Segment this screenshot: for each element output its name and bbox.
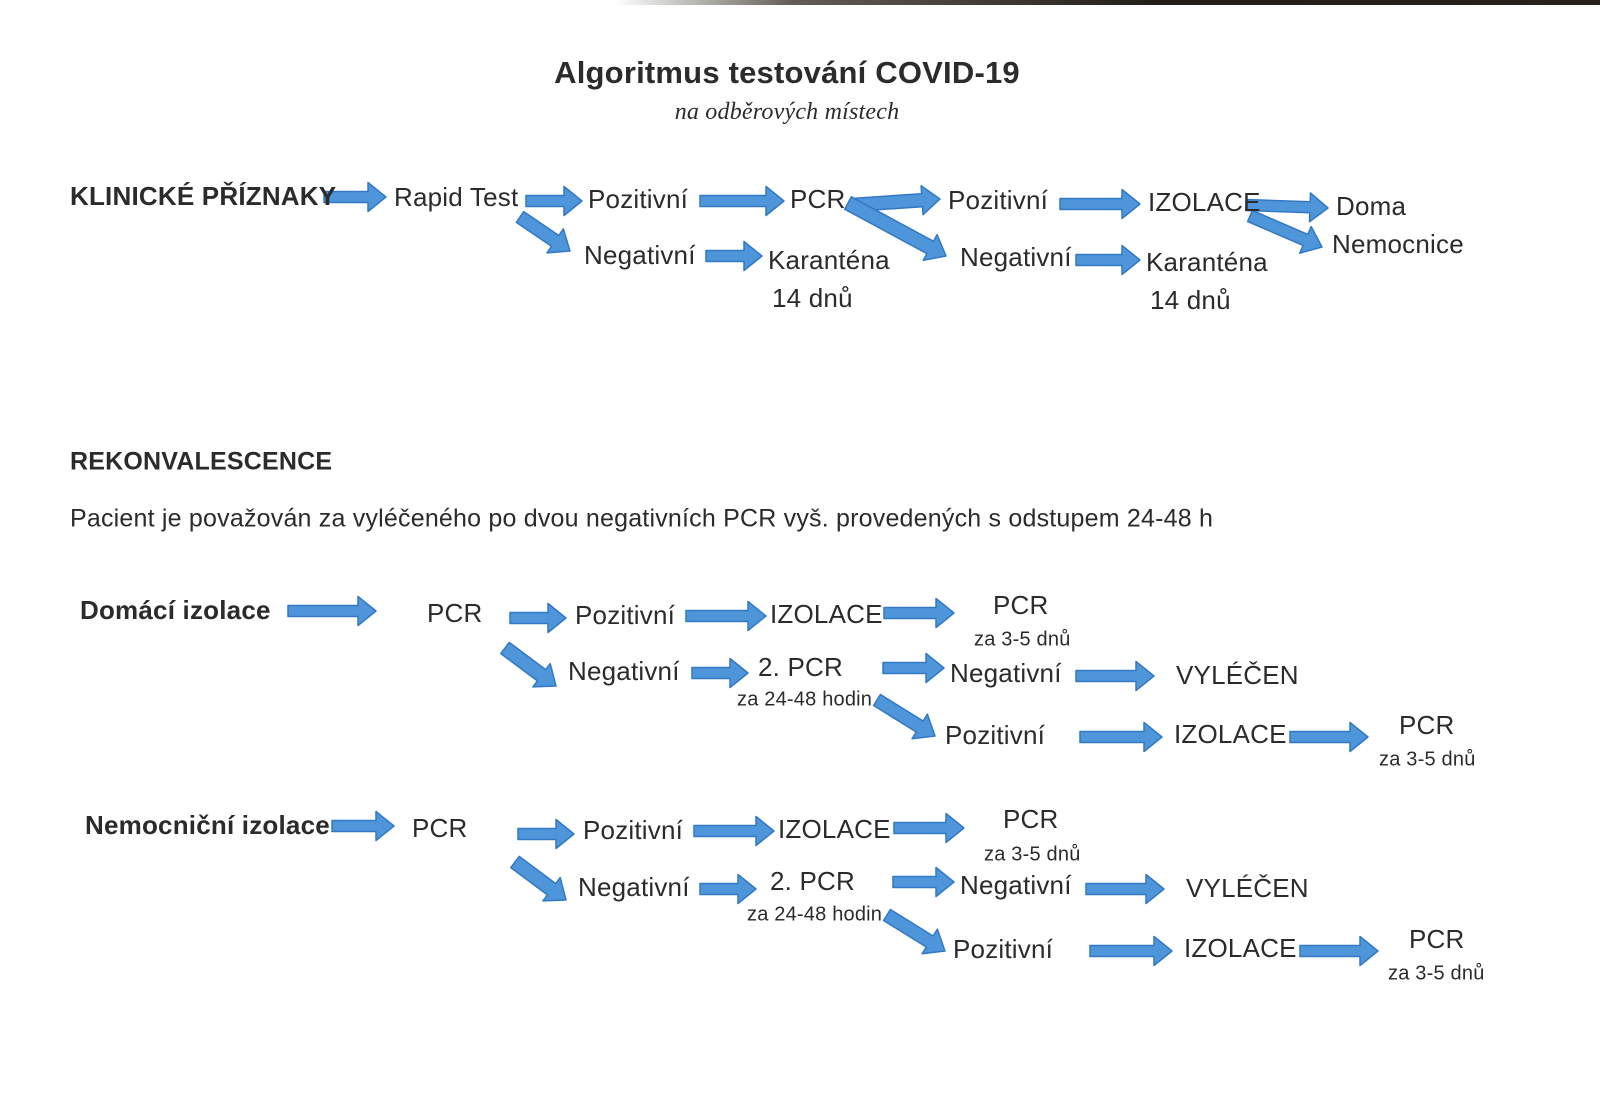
arrow-hosp-2pcr-to-pozitivni2: [882, 908, 946, 955]
arrow-hosp-pcr-to-pozitivni: [517, 818, 575, 850]
rekonvalescence-description: Pacient je považován za vyléčeného po dv…: [70, 504, 1214, 533]
node-home-pozitivni: Pozitivní: [575, 600, 676, 631]
arrow-s1-negativni2-to-karantena2: [1075, 244, 1141, 276]
node-pozitivni-2: Pozitivní: [948, 185, 1049, 216]
arrow-hosp-negativni2-to-vylecen: [1085, 873, 1165, 905]
node-hosp-pcr-3: PCR: [1409, 924, 1465, 955]
node-hosp-pcr-2: 2. PCR: [770, 866, 856, 897]
node-karantena-2: Karanténa: [1146, 247, 1268, 278]
node-karantena-1: Karanténa: [768, 245, 890, 276]
arrow-home-pozitivni-to-izolace: [685, 600, 767, 632]
node-nemocnicni-izolace: Nemocniční izolace: [85, 810, 330, 841]
node-home-pcr-followup-note: za 3-5 dnů: [974, 628, 1071, 651]
arrow-hosp-pozitivni2-to-izolace2: [1089, 935, 1173, 967]
arrow-s1-izolace-to-nemocnice: [1246, 209, 1323, 254]
node-hosp-vylecen: VYLÉČEN: [1186, 873, 1309, 904]
arrow-home-pcr-to-pozitivni: [509, 602, 567, 634]
arrow-s1-pozitivni1-to-pcr: [699, 185, 785, 217]
node-rapid-test: Rapid Test: [394, 182, 519, 213]
node-hosp-pcr-followup-note: za 3-5 dnů: [984, 843, 1081, 866]
arrow-hosp-2pcr-to-negativni2: [892, 866, 955, 898]
arrow-s1-negativni1-to-karantena1: [705, 240, 763, 272]
arrow-s1-pozitivni2-to-izolace: [1059, 188, 1141, 220]
node-hosp-izolace-1: IZOLACE: [778, 814, 891, 845]
node-home-negativni-2: Negativní: [950, 658, 1062, 689]
arrow-home-pozitivni2-to-izolace2: [1079, 721, 1163, 753]
node-home-pcr-2-note: za 24-48 hodin: [737, 688, 873, 711]
node-hosp-negativni-2: Negativní: [960, 870, 1072, 901]
arrow-s1-izolace-to-doma: [1245, 192, 1329, 223]
node-klinicke-priznaky: KLINICKÉ PŘÍZNAKY: [70, 181, 337, 212]
node-nemocnice: Nemocnice: [1332, 229, 1464, 260]
arrow-s1-rapidtest-to-negativni1: [515, 210, 571, 254]
node-home-vylecen: VYLÉČEN: [1176, 660, 1299, 691]
node-home-pcr-2: 2. PCR: [758, 652, 844, 683]
node-home-izolace-2: IZOLACE: [1174, 719, 1287, 750]
scan-artifact-line: [615, 0, 1600, 5]
arrow-hosp-izolace2-to-pcr3: [1299, 935, 1379, 967]
arrow-s1-pcr-to-pozitivni2: [850, 185, 941, 216]
page-title: Algoritmus testování COVID-19: [554, 55, 1020, 91]
arrow-s1-klinicke-to-rapidtest: [323, 181, 387, 213]
node-home-pcr-3-note: za 3-5 dnů: [1379, 748, 1476, 771]
node-pcr: PCR: [790, 184, 846, 215]
arrow-home-2pcr-to-negativni2: [882, 652, 945, 684]
node-hosp-pcr-2-note: za 24-48 hodin: [747, 903, 883, 926]
node-home-pozitivni-2: Pozitivní: [945, 720, 1046, 751]
node-hosp-pozitivni: Pozitivní: [583, 815, 684, 846]
arrow-home-2pcr-to-pozitivni2: [872, 693, 936, 740]
node-home-pcr-followup: PCR: [993, 590, 1049, 621]
node-home-pcr: PCR: [427, 598, 483, 629]
node-hosp-negativni: Negativní: [578, 872, 690, 903]
arrow-s1-rapidtest-to-pozitivni1: [525, 185, 583, 217]
node-izolace: IZOLACE: [1148, 187, 1261, 218]
arrow-hosp-start-to-pcr: [331, 810, 395, 842]
node-negativni-2: Negativní: [960, 242, 1072, 273]
arrow-home-negativni-to-2pcr: [691, 657, 749, 689]
arrow-home-izolace2-to-pcr3: [1289, 721, 1369, 753]
node-home-negativni: Negativní: [568, 656, 680, 687]
arrow-hosp-pozitivni-to-izolace: [693, 815, 775, 847]
node-karantena-2-duration: 14 dnů: [1150, 285, 1231, 316]
node-home-izolace-1: IZOLACE: [770, 599, 883, 630]
node-hosp-pozitivni-2: Pozitivní: [953, 934, 1054, 965]
node-karantena-1-duration: 14 dnů: [772, 283, 853, 314]
node-doma: Doma: [1336, 191, 1407, 222]
node-domaci-izolace: Domácí izolace: [80, 595, 271, 626]
node-hosp-pcr-3-note: za 3-5 dnů: [1388, 962, 1485, 985]
node-negativni-1: Negativní: [584, 240, 696, 271]
node-pozitivni-1: Pozitivní: [588, 184, 689, 215]
page-subtitle: na odběrových místech: [674, 99, 900, 126]
node-hosp-pcr: PCR: [412, 813, 468, 844]
arrow-home-start-to-pcr: [287, 595, 377, 627]
arrow-hosp-pcr-to-negativni: [510, 855, 567, 902]
arrow-s1-pcr-to-negativni2: [843, 196, 947, 261]
node-home-pcr-3: PCR: [1399, 710, 1455, 741]
arrow-home-pcr-to-negativni: [500, 641, 557, 688]
node-hosp-izolace-2: IZOLACE: [1184, 933, 1297, 964]
arrow-home-izolace-to-pcr2: [883, 597, 955, 629]
node-hosp-pcr-followup: PCR: [1003, 804, 1059, 835]
arrow-hosp-izolace-to-pcr2: [893, 812, 965, 844]
arrow-home-negativni2-to-vylecen: [1075, 660, 1155, 692]
section-heading-rekonvalescence: REKONVALESCENCE: [70, 447, 333, 476]
arrow-hosp-negativni-to-2pcr: [699, 873, 757, 905]
